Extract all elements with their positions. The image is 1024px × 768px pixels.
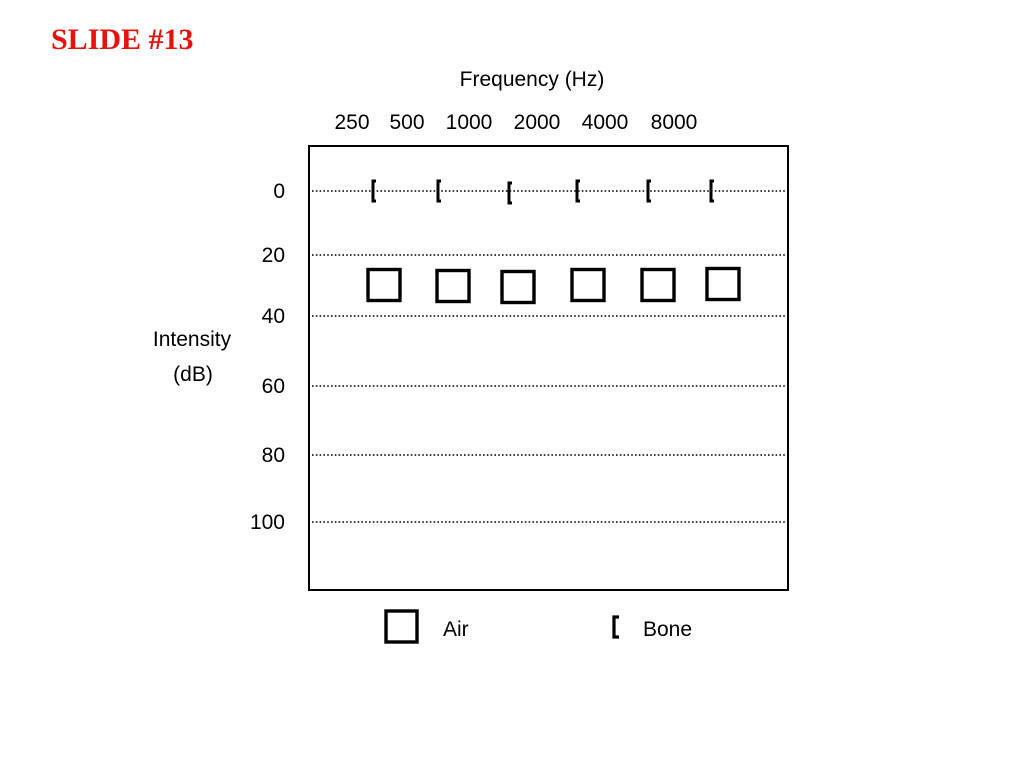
air-marker xyxy=(435,268,471,304)
bone-marker xyxy=(436,179,441,203)
y-axis-label: Intensity xyxy=(153,328,232,351)
y-tick-label: 20 xyxy=(262,244,285,267)
y-tick-label: 40 xyxy=(262,305,285,328)
bone-marker xyxy=(709,179,714,203)
x-tick-label: 2000 xyxy=(514,111,561,134)
bone-marker xyxy=(646,179,651,203)
legend-bone-swatch xyxy=(612,615,619,639)
x-tick-label: 8000 xyxy=(651,111,698,134)
legend-bone-label: Bone xyxy=(643,618,692,641)
bone-marker xyxy=(371,179,376,203)
slide-title: SLIDE #13 xyxy=(51,23,194,56)
bone-marker xyxy=(575,179,580,203)
x-axis-label: Frequency (Hz) xyxy=(460,68,605,91)
y-tick-label: 0 xyxy=(273,180,285,203)
legend-air-label: Air xyxy=(443,618,469,641)
air-marker xyxy=(366,267,402,303)
x-tick-label: 4000 xyxy=(582,111,629,134)
air-marker xyxy=(570,267,606,303)
x-tick-label: 250 xyxy=(334,111,369,134)
x-tick-label: 1000 xyxy=(446,111,493,134)
air-marker xyxy=(640,267,676,303)
y-axis-unit: (dB) xyxy=(173,363,213,386)
y-tick-label: 80 xyxy=(262,444,285,467)
y-tick-label: 100 xyxy=(250,511,285,534)
legend-air-swatch xyxy=(384,609,419,644)
air-marker xyxy=(500,269,536,305)
plot-frame xyxy=(308,145,789,591)
y-tick-label: 60 xyxy=(262,375,285,398)
x-tick-label: 500 xyxy=(389,111,424,134)
air-marker xyxy=(705,266,741,302)
bone-marker xyxy=(507,181,512,205)
